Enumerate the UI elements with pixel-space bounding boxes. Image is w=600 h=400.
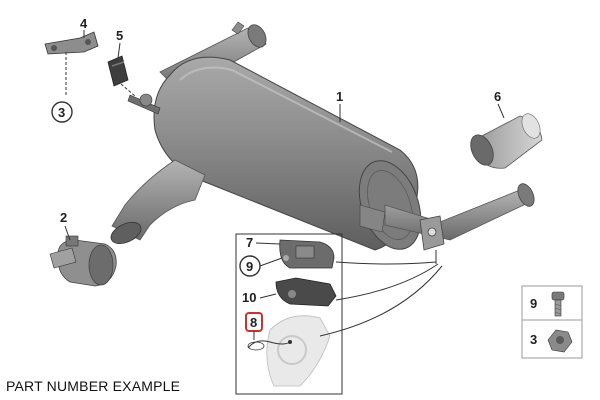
callout-7-leader [255,242,281,245]
callout-4: 4 [80,16,88,31]
callout-10: 10 [242,290,256,305]
callout-7: 7 [246,235,253,250]
part-4-bracket [44,31,99,95]
part-10-bracket [275,277,337,307]
part-6-exhaust-tip [470,113,543,169]
legend-screw-icon [551,291,565,317]
legend-nut-icon [547,329,573,353]
part-7-actuator [279,239,335,269]
part-8-cable-flap [247,315,331,387]
legend-label-3: 3 [530,332,537,347]
callout-6-leader [497,103,505,119]
legend-label-9: 9 [530,296,537,311]
legend-box-9 [521,285,583,321]
leader-line-flap [319,265,443,337]
callout-3-circle [51,101,73,123]
callout-2-leader [64,225,71,241]
callout-6: 6 [494,89,501,104]
leader-line-bracket [335,263,439,301]
leader-line-actuator [335,261,437,265]
callout-5-leader [117,42,121,59]
callout-9: 9 [246,259,253,274]
callout-10-leader [259,293,277,299]
callout-1: 1 [336,89,343,104]
outlet-pipe [359,183,535,264]
part-number-caption: PART NUMBER EXAMPLE [6,378,181,394]
inlet-pipe-lower [110,159,206,244]
callout-9-leader [259,257,283,267]
part-2-clamp [49,235,117,287]
detail-box [235,233,343,395]
callout-8: 8 [250,315,257,330]
rear-muffler [127,56,422,251]
callout-3: 3 [58,105,65,120]
part-5-rubber-mount [107,55,136,97]
callout-5: 5 [116,28,123,43]
callout-2: 2 [60,210,67,225]
